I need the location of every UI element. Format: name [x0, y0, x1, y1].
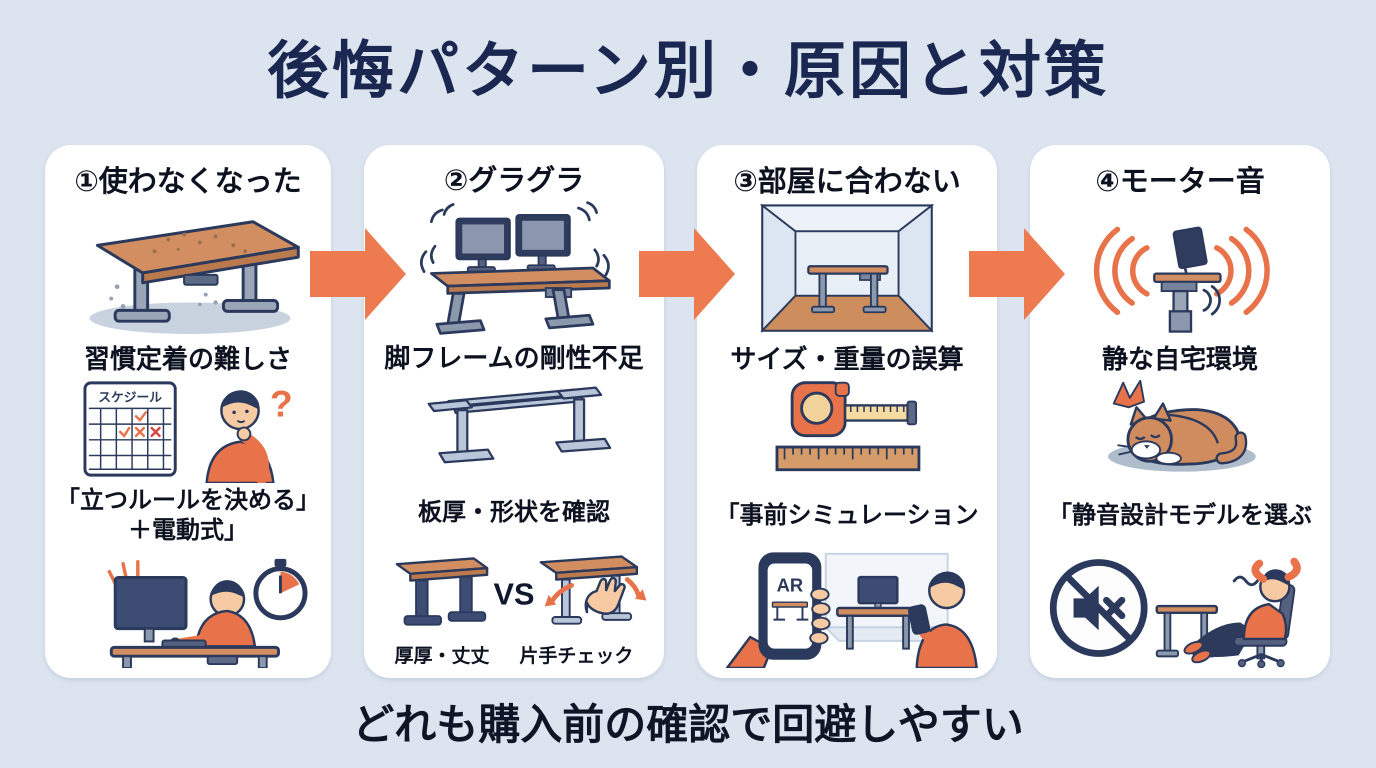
footer-conclusion: どれも購入前の確認で回避しやすい [352, 701, 1024, 748]
card-2-mini-labels: 厚厚・丈丈 片手チェック [380, 641, 649, 668]
flow-arrow-3 [969, 228, 1065, 320]
desk-motor-noise-icon [1093, 226, 1270, 333]
card-pattern-3-room-fit: ③部屋に合わない サイズ・重量の誤算 [697, 145, 997, 678]
sleeping-cat-startled-icon [1108, 380, 1256, 472]
card-4-problem-illustration [1040, 200, 1320, 338]
desk-leg-frame-icon [427, 386, 612, 464]
card-4-solution: 「静音設計モデルを選ぶ [1048, 483, 1312, 548]
card-pattern-1-unused: ①使わなくなった [45, 145, 331, 678]
card-4-cause-illustration [1040, 377, 1320, 483]
mute-icon-relaxed-person-icon [1049, 557, 1301, 669]
card-3-cause-illustration [707, 377, 987, 483]
dusty-standing-desk-icon [89, 220, 300, 335]
card-2-solution-line-1: 板厚・形状を確認 [418, 499, 610, 527]
flow-arrow-2 [639, 228, 735, 320]
card-2-problem-illustration [374, 199, 654, 337]
ar-phone-simulation-icon: AR [725, 552, 978, 669]
wobbling-desk-with-monitors-icon [420, 201, 611, 335]
card-1-solution-illustration [55, 548, 321, 669]
card-1-cause-illustration: スケジール ? [55, 377, 321, 484]
card-3-solution: 「事前シミュレーション [715, 483, 978, 548]
sturdy-vs-one-hand-check-icon: VS [395, 555, 647, 626]
vs-label: VS [494, 577, 535, 612]
question-mark: ? [270, 383, 293, 425]
card-4-header: ④モーター音 [1095, 165, 1265, 198]
card-2-cause: 脚フレームの剛性不足 [384, 342, 644, 373]
card-3-solution-line-1: 「事前シミュレーション [715, 501, 979, 529]
card-4-solution-illustration [1040, 548, 1320, 669]
page-title: 後悔パターン別・原因と対策 [267, 37, 1109, 106]
card-3-cause: サイズ・重量の誤算 [730, 344, 964, 375]
ar-label: AR [777, 575, 804, 596]
person-working-with-timer-icon [107, 558, 308, 669]
card-1-solution-line-1: 「立つルールを決める」 [56, 486, 320, 514]
card-pattern-2-wobbly: ②グラグラ [364, 145, 664, 678]
card-2-cause-illustration [374, 376, 654, 482]
tape-measure-and-ruler-icon [775, 381, 921, 472]
card-2-solution: 板厚・形状を確認 [418, 482, 610, 545]
one-hand-check-label: 片手チェック [519, 646, 634, 667]
card-2-solution-illustration: VS 厚厚・丈丈 片手チェック [374, 545, 654, 668]
card-1-cause: 習慣定着の難しさ [83, 344, 292, 375]
calendar-thinking-person-icon: スケジール ? [83, 381, 293, 484]
card-4-solution-line-1: 「静音設計モデルを選ぶ [1048, 501, 1312, 529]
card-1-solution: 「立つルールを決める」 ＋電動式」 [56, 483, 320, 548]
room-with-desk-icon [759, 203, 935, 334]
card-3-solution-illustration: AR [707, 548, 987, 669]
card-1-problem-illustration [55, 200, 321, 338]
card-1-header: ①使わなくなった [74, 165, 302, 198]
calendar-label: スケジール [98, 390, 162, 405]
card-4-cause: 静な自宅環境 [1101, 344, 1258, 375]
flow-arrow-1 [310, 228, 406, 320]
card-3-header: ③部屋に合わない [733, 165, 961, 198]
card-1-solution-line-2: ＋電動式」 [128, 516, 248, 544]
columns-container: ①使わなくなった [45, 145, 1330, 678]
card-pattern-4-motor-noise: ④モーター音 [1030, 145, 1330, 678]
sturdy-label: 厚厚・丈丈 [394, 646, 490, 667]
card-3-problem-illustration [707, 200, 987, 338]
card-2-header: ②グラグラ [443, 165, 585, 198]
